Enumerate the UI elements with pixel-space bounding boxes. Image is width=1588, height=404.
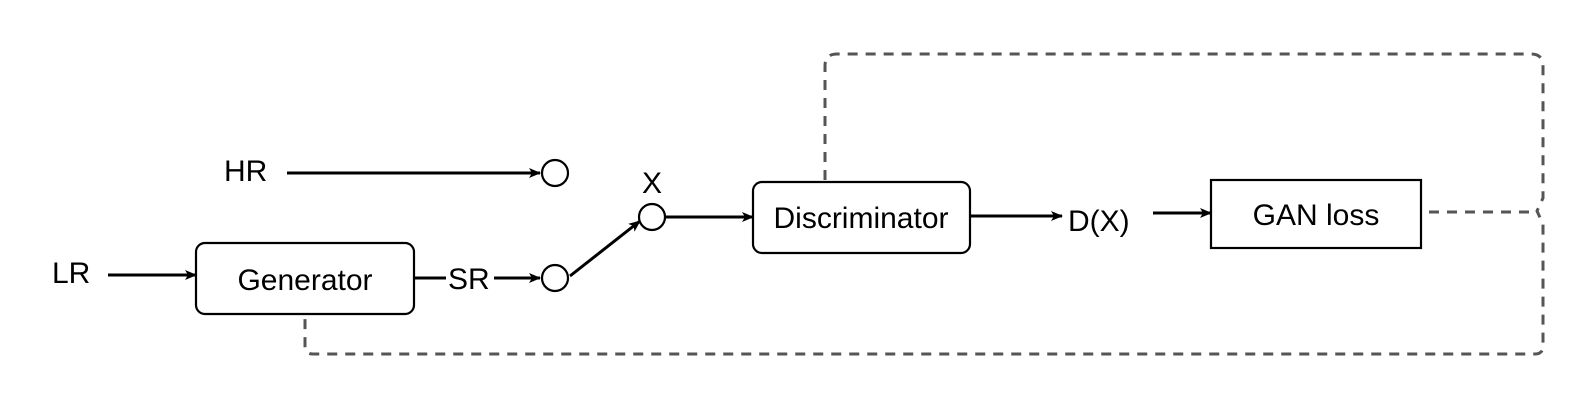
x-node (637, 202, 667, 232)
discriminator-label: Discriminator (773, 202, 948, 235)
sr-label: SR (448, 263, 490, 296)
x-label: X (642, 167, 662, 200)
dashed-feedback-discriminator (303, 52, 1545, 356)
hr-switch-node (540, 158, 570, 188)
gan-loss-label: GAN loss (1253, 199, 1380, 232)
lr-label: LR (52, 257, 90, 290)
gan-loss-block (1209, 178, 1423, 250)
generator-label: Generator (237, 264, 372, 297)
hr-label: HR (224, 155, 267, 188)
sr-switch-node (540, 263, 570, 293)
switch-arm (569, 219, 641, 278)
dx-label: D(X) (1068, 205, 1130, 238)
